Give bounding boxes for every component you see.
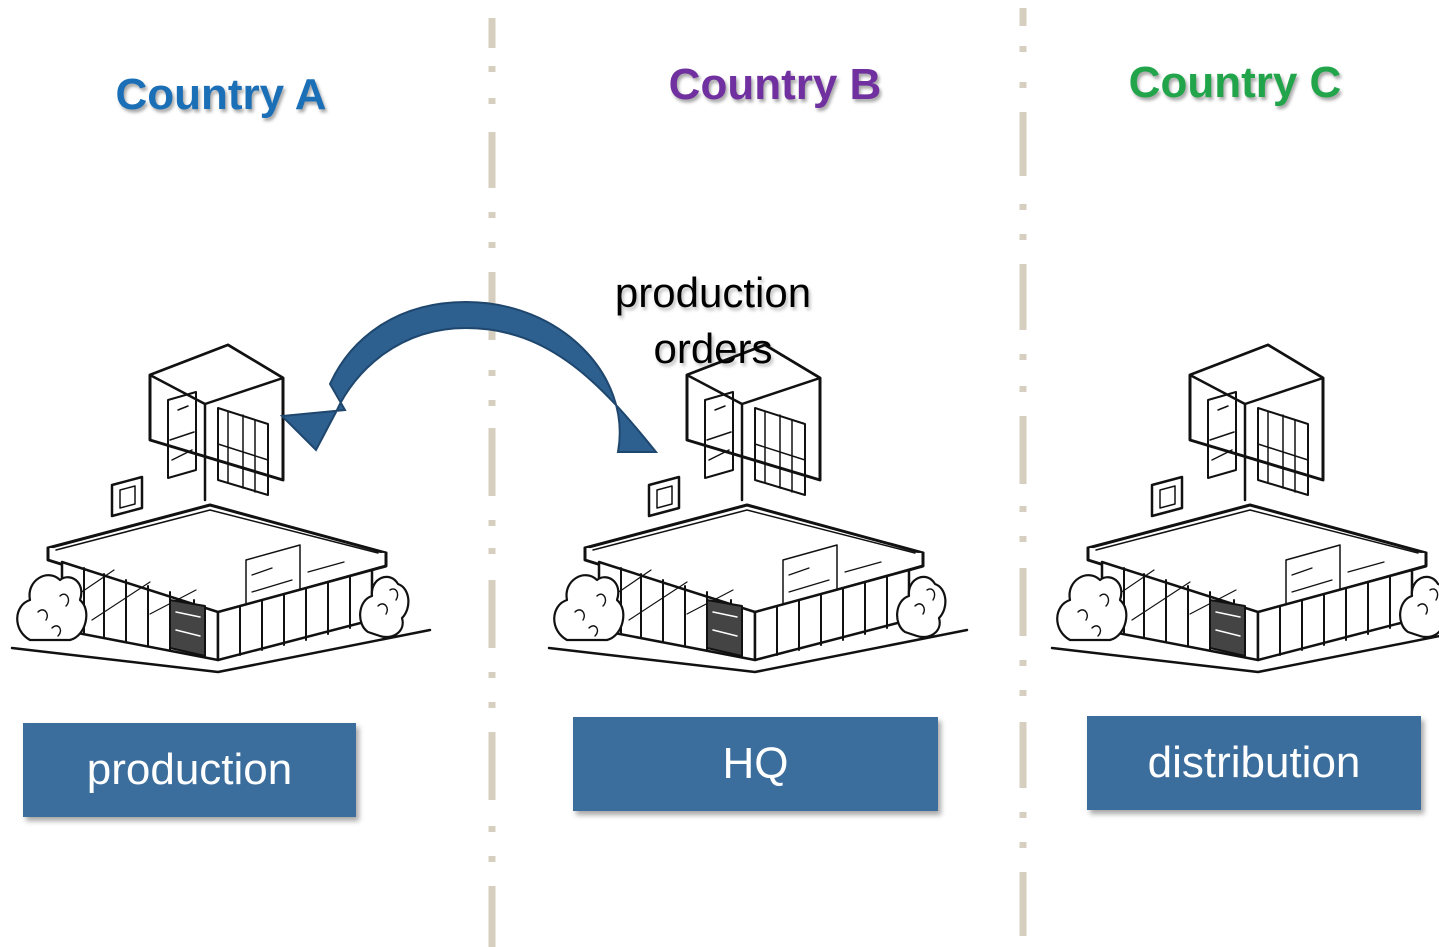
arrow-label-line-2: orders	[653, 325, 773, 372]
production-box: production	[23, 723, 356, 817]
distribution-box: distribution	[1087, 716, 1421, 810]
hq-box: HQ	[573, 717, 938, 811]
country-b-title: Country B	[668, 60, 882, 109]
curved-arrow-icon	[279, 300, 659, 453]
arrow-label: production orders	[583, 265, 843, 377]
country-a-title: Country A	[115, 70, 327, 119]
arrow-label-line-1: production	[614, 269, 812, 316]
country-c-title: Country C	[1128, 58, 1342, 107]
